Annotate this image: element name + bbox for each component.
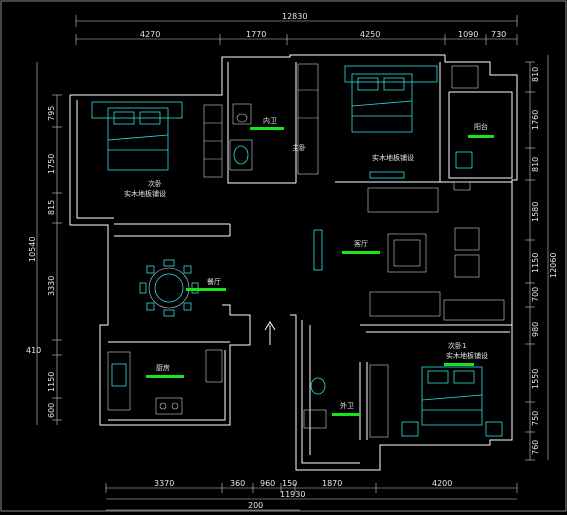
label-balcony: 阳台 [474,122,488,131]
bed-bottom-right [421,366,483,426]
top-dim-2: 1770 [246,30,266,39]
marker-balcony [468,135,494,138]
right-dim-3: 810 [531,157,540,172]
label-second-bedroom-top-note: 实木地板铺设 [124,189,166,198]
room-labels: 次卧 实木地板铺设 内卫 主卧 实木地板铺设 阳台 客厅 餐厅 厨房 次卧1 实… [124,116,494,416]
top-total-dimension: 12830 [282,12,307,21]
label-dining-room: 餐厅 [207,277,221,286]
left-dim-5: 410 [26,346,41,355]
right-dim-6: 700 [531,287,540,302]
marker-kitchen [146,375,184,378]
marker-second-bedroom-bottom [444,363,474,366]
top-dim-5: 730 [491,30,506,39]
bed-master [351,73,413,133]
bed-headboard-top-left [91,101,183,119]
top-dim-3: 4250 [360,30,380,39]
marker-inner-bath [250,127,284,130]
marker-outer-bath [332,413,360,416]
wardrobe-bottom-right [369,364,389,438]
tv-cabinet [367,187,439,213]
left-dim-2: 1750 [47,154,56,174]
left-dimension-chain: 10540 795 1750 815 3330 410 1150 600 [26,62,62,425]
sofa [369,291,441,317]
right-dim-10: 760 [531,440,540,455]
toilet-inner-bath [232,103,252,125]
tv-unit [313,229,323,271]
right-dim-1: 810 [531,67,540,82]
label-second-bedroom-top: 次卧 [148,179,162,188]
top-dim-1: 4270 [140,30,160,39]
right-total-dimension: 12060 [549,253,558,278]
label-living-room: 客厅 [354,239,368,248]
left-dim-4: 3330 [47,276,56,296]
right-dim-4: 1580 [531,202,540,222]
dining-table [154,273,184,303]
label-master-bedroom-note: 实木地板铺设 [372,153,414,162]
right-dimension-chain: 810 1760 810 1580 1150 700 980 1550 750 … [525,55,558,461]
sink-outer-bath [310,377,326,395]
label-second-bedroom-bottom-note: 实木地板铺设 [446,351,488,360]
label-second-bedroom-bottom: 次卧1 [448,341,466,350]
left-dim-1: 795 [47,106,56,121]
right-dim-5: 1150 [531,253,540,273]
bottom-dim-5: 1870 [322,479,342,488]
left-dim-3: 815 [47,200,56,215]
bottom-total-dimension: 11930 [280,490,305,499]
wardrobe-master [297,63,319,175]
marker-living-room [342,251,380,254]
bottom-dim-1: 3370 [154,479,174,488]
top-dim-4: 1090 [458,30,478,39]
right-dim-8: 1550 [531,369,540,389]
bottom-dim-3: 960 [260,479,275,488]
left-dim-6: 1150 [47,372,56,392]
bed-top-left [107,107,169,171]
left-dim-7: 600 [47,403,56,418]
coffee-table [387,233,427,273]
right-dim-2: 1760 [531,110,540,130]
bottom-small-dimension: 200 [248,501,263,510]
bottom-dim-2: 360 [230,479,245,488]
stove [155,397,183,415]
right-dim-7: 980 [531,322,540,337]
label-outer-bath: 外卫 [340,401,354,410]
label-inner-bath: 内卫 [263,116,277,125]
furniture [91,63,505,438]
bottom-dim-4: 150 [282,479,297,488]
right-dim-9: 750 [531,411,540,426]
entry-arrow [264,321,276,345]
kitchen-counter [107,351,131,411]
sink-inner-bath [233,145,249,165]
top-dimension-chain: 12830 4270 1770 4250 1090 730 [75,12,518,45]
toilet-outer-bath [303,409,327,429]
label-kitchen: 厨房 [156,363,170,372]
label-master-bedroom: 主卧 [292,143,306,152]
left-total-dimension: 10540 [28,237,37,262]
walls [69,54,518,471]
marker-dining-room [186,288,226,291]
washing-machine [455,151,473,169]
bed-headboard-master [344,65,438,83]
bottom-dimension-chain: 3370 360 960 150 1870 4200 11930 200 [105,479,518,511]
bottom-dim-6: 4200 [432,479,452,488]
